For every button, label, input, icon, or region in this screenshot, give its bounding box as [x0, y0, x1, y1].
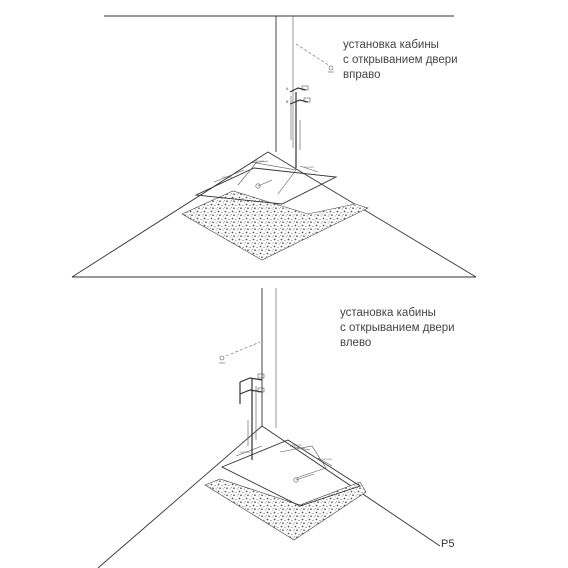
bottom-valve-hot-icon: [257, 373, 265, 379]
page-number: P5: [441, 538, 455, 550]
top-mixer-upper: [289, 87, 307, 93]
caption-line: вправо: [343, 69, 381, 81]
svg-text:▭▭▭: ▭▭▭: [240, 450, 251, 454]
bottom-gravel-base: [204, 478, 367, 541]
svg-text:▭▭▭: ▭▭▭: [254, 159, 265, 163]
caption-door-left: установка кабины с открыванием двери вле…: [340, 306, 455, 351]
bottom-reference-point-icon: [219, 355, 225, 361]
top-reference-line: [295, 43, 331, 67]
top-tray-drain-box: [237, 162, 297, 195]
bottom-tray-drain-box: [279, 445, 327, 479]
caption-line: влево: [340, 337, 372, 349]
top-valve-hot-icon: [301, 85, 309, 91]
bottom-scene: ▭▭▭ ▭▭▭ ▭▭▭: [97, 288, 441, 568]
svg-text:B: B: [286, 100, 289, 104]
caption-door-right: установка кабины с открыванием двери впр…: [343, 38, 458, 83]
top-dim-line-1: [213, 169, 245, 183]
bottom-valve-cold-icon: [257, 387, 265, 393]
bottom-dim-line-3: [317, 457, 333, 467]
caption-line: установка кабины: [343, 39, 439, 51]
caption-line: установка кабины: [340, 307, 436, 319]
bottom-drain-icon: [293, 477, 299, 483]
top-reference-point-icon: [328, 65, 334, 71]
bottom-reference-line: [225, 341, 261, 357]
caption-line: с открыванием двери: [340, 322, 455, 334]
top-tray-outline: [194, 167, 338, 205]
top-drain-leader: [257, 179, 273, 187]
bottom-dim-line-2: [289, 445, 311, 451]
top-floor-outline: [71, 151, 477, 278]
top-gravel-base: [181, 190, 369, 261]
svg-text:▭▭▭: ▭▭▭: [222, 175, 233, 179]
top-drain-icon: [255, 183, 261, 189]
svg-text:A: A: [286, 87, 289, 91]
bottom-mixer-upper: [239, 377, 263, 383]
top-dim-line-2: [249, 160, 269, 164]
top-scene: ▭▭▭ ▭▭▭ ▭▭▭ A B: [71, 15, 477, 278]
bottom-dim-line-1: [235, 445, 263, 457]
bottom-drain-leader: [295, 473, 315, 481]
caption-line: с открыванием двери: [343, 54, 458, 66]
top-valve-cold-icon: [303, 97, 311, 103]
svg-text:▭▭▭: ▭▭▭: [304, 165, 315, 169]
svg-text:▭▭▭: ▭▭▭: [322, 457, 333, 461]
bottom-floor-left-edge: [97, 425, 263, 568]
top-mixer-lower: [289, 99, 309, 105]
svg-text:▭▭▭: ▭▭▭: [292, 443, 303, 447]
bottom-tray-outline: [220, 439, 362, 507]
top-dim-line-3: [299, 165, 319, 173]
